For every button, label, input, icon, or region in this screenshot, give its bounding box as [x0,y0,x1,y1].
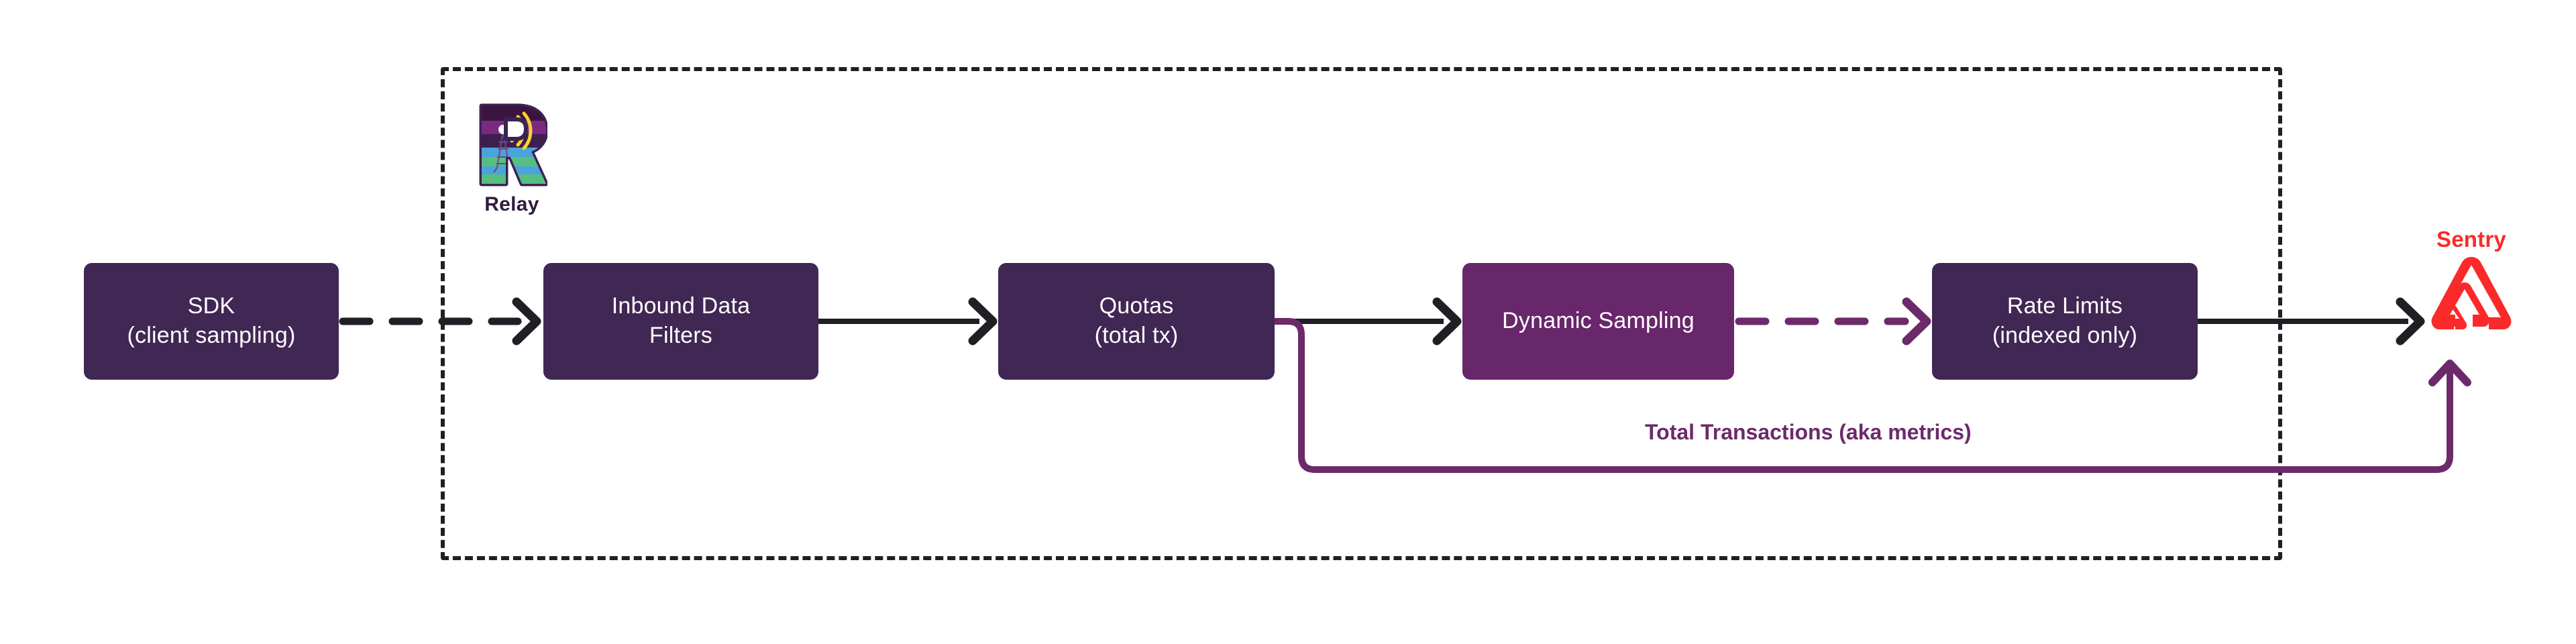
sentry-logo-group: Sentry [2411,228,2532,335]
sentry-logo-icon [2431,257,2512,329]
metrics-path-label: Total Transactions (aka metrics) [1645,420,1972,444]
node-dynamic-sampling-line1: Dynamic Sampling [1502,308,1695,334]
node-quotas[interactable]: Quotas (total tx) [998,263,1275,380]
node-inbound-filters-line1: Inbound Data [611,293,751,319]
relay-label: Relay [484,193,539,215]
sentry-label: Sentry [2436,227,2506,252]
node-sdk[interactable]: SDK (client sampling) [84,263,339,380]
node-sdk-line2: (client sampling) [127,323,296,348]
node-dynamic-sampling[interactable]: Dynamic Sampling [1462,263,1734,380]
node-quotas-line1: Quotas [1099,293,1174,319]
node-rate-limits[interactable]: Rate Limits (indexed only) [1932,263,2198,380]
relay-boundary [441,67,2282,560]
relay-logo-icon [479,103,547,186]
node-sdk-line1: SDK [187,293,235,319]
node-rate-limits-line1: Rate Limits [2006,293,2123,319]
relay-logo-group: Relay [472,101,552,216]
node-inbound-filters-line2: Filters [649,323,712,348]
node-quotas-line2: (total tx) [1094,323,1179,348]
node-rate-limits-line2: (indexed only) [1992,323,2138,348]
node-inbound-data-filters[interactable]: Inbound Data Filters [543,263,818,380]
